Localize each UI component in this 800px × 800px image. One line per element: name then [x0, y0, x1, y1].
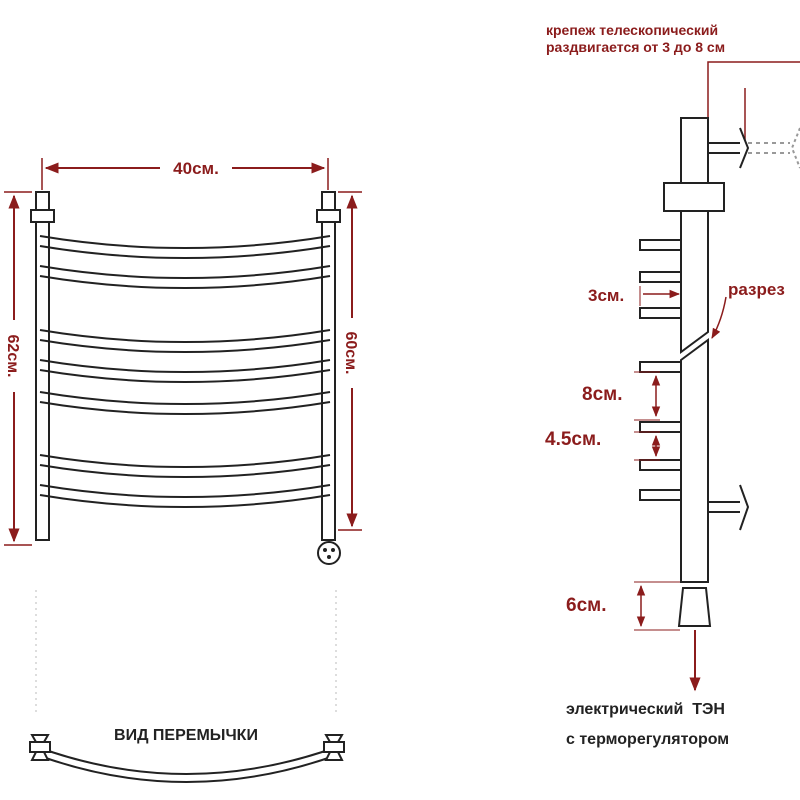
rung-offset-label: 3см.: [588, 286, 624, 305]
crossbar-left-mount: [29, 734, 51, 761]
rung-stub: [639, 271, 682, 283]
cut-annotation: разрез: [711, 280, 785, 339]
total-height-label: 62см.: [4, 335, 21, 378]
rung-spacing-dimension: 4.5см.: [545, 429, 661, 461]
total-height-dimension: 62см.: [4, 191, 32, 546]
heater-caption-line1: электрический ТЭН: [566, 701, 725, 718]
width-dimension: 40см.: [41, 158, 329, 190]
left-top-bracket: [30, 209, 55, 223]
right-post: [321, 191, 336, 541]
heater-gap-dimension: 6см.: [566, 581, 680, 631]
rung: [39, 484, 331, 508]
side-post-upper: [680, 117, 709, 354]
rung-gap-label: 8см.: [582, 384, 622, 405]
right-top-bracket: [316, 209, 341, 223]
rung: [39, 265, 331, 289]
mount-note-line1: крепеж телескопический: [546, 22, 718, 38]
rung-stub: [639, 239, 682, 251]
upper-wall-mount: [708, 127, 800, 169]
heater-element: [677, 587, 712, 627]
rung-stub: [639, 361, 682, 373]
rung: [39, 235, 331, 259]
side-rungs-upper: [639, 239, 682, 319]
rung: [39, 329, 331, 353]
post-height-label: 60см.: [342, 332, 359, 375]
crossbar-view: ВИД ПЕРЕМЫЧКИ: [29, 590, 345, 783]
heater-gap-label: 6см.: [566, 595, 606, 616]
rung-spacing-label: 4.5см.: [545, 429, 601, 450]
rung-offset-dimension: 3см.: [588, 286, 681, 306]
rung: [39, 359, 331, 383]
side-post-lower: [680, 338, 709, 583]
rung-stub: [639, 421, 682, 433]
wall-clamp: [663, 182, 725, 212]
post-height-dimension: 60см.: [338, 191, 362, 531]
rung-stub: [639, 459, 682, 471]
rung-stub: [639, 307, 682, 319]
rung: [39, 454, 331, 478]
crossbar-view-title: ВИД ПЕРЕМЫЧКИ: [114, 727, 258, 744]
rung: [39, 391, 331, 415]
side-rungs-lower: [639, 361, 682, 501]
crossbar-arc: [39, 747, 335, 783]
crossbar-right-mount: [323, 734, 345, 761]
rung-gap-dimension: 8см.: [582, 371, 661, 421]
width-label: 40см.: [173, 159, 219, 178]
front-view: 40см. 62см. 60см. ВИД ПЕРЕМЫЧКИ: [4, 158, 362, 783]
mount-note-line2: раздвигается от 3 до 8 см: [546, 39, 725, 55]
left-post: [35, 191, 50, 541]
heater-caption-line2: с терморегулятором: [566, 731, 729, 748]
heater-connector: [317, 541, 341, 565]
rung-stub: [639, 489, 682, 501]
cut-label: разрез: [728, 280, 785, 299]
mount-leader: [707, 61, 800, 118]
lower-wall-mount: [708, 484, 750, 531]
rungs: [39, 235, 331, 508]
side-view: крепеж телескопический раздвигается от 3…: [545, 22, 800, 748]
